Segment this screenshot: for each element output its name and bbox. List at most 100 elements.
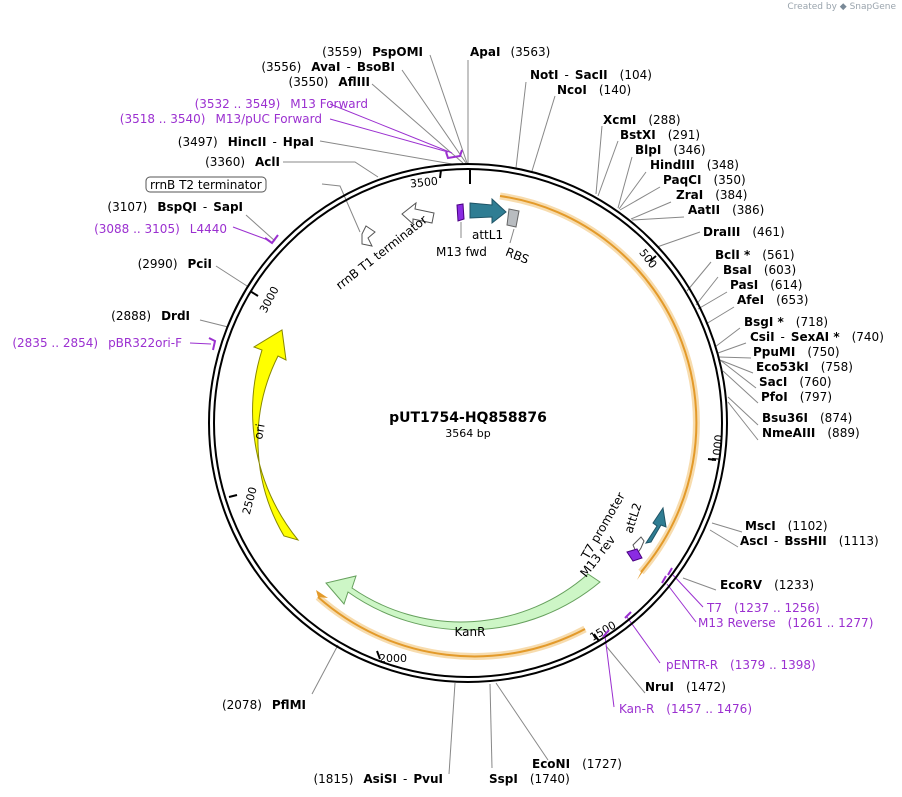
site-msci-name: MscI [745,519,776,533]
plasmid-name: pUT1754-HQ858876 [389,410,547,426]
site-bsgi[interactable]: BsgI *(718) [744,315,828,329]
leader-zrai [630,201,672,220]
site-draiii-name: DraIII [703,225,740,239]
leader-xcmi [595,125,603,195]
site-nrui[interactable]: NruI(1472) [645,680,726,694]
primer-m13puc-forward[interactable]: (3518 .. 3540)M13/pUC Forward [120,112,322,126]
site-asisi-name2: PvuI [413,772,443,786]
site-bcli[interactable]: BclI *(561) [715,248,795,262]
site-afei-pos: (653) [776,293,808,307]
primer-markers [208,149,673,638]
site-drdi[interactable]: (2888)DrdI [111,309,190,323]
m13rev-feature[interactable] [626,548,643,562]
site-draiii[interactable]: DraIII(461) [703,225,785,239]
site-bspqi[interactable]: (3107)BspQI-SapI [107,200,243,214]
site-afei[interactable]: AfeI(653) [737,293,808,307]
site-eco53ki[interactable]: Eco53kI(758) [756,360,853,374]
site-pflmi[interactable]: (2078)PflMI [222,698,306,712]
site-avai-pos: (3556) [261,60,301,74]
site-msci[interactable]: MscI (1102) [745,519,828,533]
site-bcli-name: BclI * [715,248,751,262]
site-pasi-pos: (614) [770,278,802,292]
site-ncoi[interactable]: NcoI(140) [557,83,631,97]
site-asisi[interactable]: (1815)AsiSI-PvuI [313,772,443,786]
site-blpi[interactable]: BlpI(346) [635,143,706,157]
site-nmeaiii[interactable]: NmeAIII(889) [762,426,860,440]
primer-kan-r[interactable]: Kan-R (1457 .. 1476) [619,702,752,716]
site-hincii[interactable]: (3497)HincII-HpaI [178,135,314,149]
site-sspi-name: SspI [489,772,518,786]
orf-band-2 [317,596,586,658]
site-bsai-pos: (603) [764,263,796,277]
primer-marker-kanr [602,629,610,638]
primer-labels-right: T7(1237 .. 1256) M13 Reverse(1261 .. 127… [619,601,873,716]
site-avai[interactable]: (3556)AvaI-BsoBI [261,60,395,74]
ruler-tick-2500 [228,494,238,498]
primer-l4440[interactable]: (3088 .. 3105)L4440 [94,222,227,236]
site-saci[interactable]: SacI(760) [759,375,832,389]
orf-band-2-arrowhead [316,590,328,598]
site-pfoi[interactable]: PfoI(797) [761,390,832,404]
site-asisi-name: AsiSI [363,772,397,786]
rbs-feature[interactable] [506,208,520,228]
primer-kan-r-name: Kan-R [619,702,654,716]
primer-t7[interactable]: T7(1237 .. 1256) [706,601,820,615]
site-xcmi[interactable]: XcmI(288) [603,113,681,127]
primer-pbr322ori-f-range: (2835 .. 2854) [12,336,98,350]
m13fwd-label: M13 fwd [436,245,487,259]
site-avai-name2: BsoBI [357,60,395,74]
primer-kan-r-range: (1457 .. 1476) [666,702,752,716]
ori-feature-arrow[interactable] [252,329,300,541]
site-pspomi[interactable]: (3559)PspOMI [322,45,423,59]
site-noti-sep: - [565,68,569,82]
site-ppumi-pos: (750) [807,345,839,359]
leader-p-m13fwd [329,103,453,154]
site-msci-pos: (1102) [788,519,828,533]
primer-pbr322ori-f-name: pBR322ori-F [108,336,182,350]
leader-drdi [199,319,229,328]
site-ppumi[interactable]: PpuMI(750) [753,345,840,359]
primer-pentr-r[interactable]: pENTR-R(1379 .. 1398) [666,658,816,672]
leader-bspqi [245,214,276,242]
site-afliii[interactable]: (3550)AflIII [289,75,370,89]
site-bsgi-name: BsgI * [744,315,785,329]
site-asci[interactable]: AscI-BssHII(1113) [740,534,879,548]
site-asci-sep: - [774,534,778,548]
leader-bstxi [597,140,619,197]
site-csii[interactable]: CsiI-SexAI *(740) [750,330,884,344]
site-aatii[interactable]: AatII(386) [688,203,764,217]
attl1-feature-arrow[interactable] [469,197,507,225]
site-acli-pos: (3360) [205,155,245,169]
site-pasi[interactable]: PasI(614) [730,278,802,292]
site-econi[interactable]: EcoNI(1727) [532,757,622,771]
rrnb-t1-feature-arrow[interactable] [361,225,376,247]
site-hindiii[interactable]: HindIII(348) [650,158,739,172]
primer-m13-reverse[interactable]: M13 Reverse(1261 .. 1277) [698,616,873,630]
site-paqci[interactable]: PaqCI(350) [663,173,746,187]
site-zrai[interactable]: ZraI(384) [676,188,747,202]
leader-rbs [509,228,515,244]
rrnb-t2-feature-arrow[interactable] [401,201,435,226]
site-pcii[interactable]: (2990)PciI [138,257,212,271]
site-hindiii-name: HindIII [650,158,695,172]
rbs-label: RBS [503,245,530,267]
site-bspqi-name: BspQI [157,200,197,214]
site-acli[interactable]: (3360)AclI [205,155,280,169]
site-noti[interactable]: NotI-SacII(104) [530,68,652,82]
site-bsai[interactable]: BsaI(603) [723,263,796,277]
m13fwd-feature[interactable] [456,203,465,222]
site-eco53ki-name: Eco53kI [756,360,809,374]
site-sspi[interactable]: SspI(1740) [489,772,570,786]
primer-m13-forward[interactable]: (3532 .. 3549)M13 Forward [195,97,368,111]
site-bstxi[interactable]: BstXI(291) [620,128,700,142]
kanr-feature-arrow[interactable] [325,573,601,631]
site-blpi-name: BlpI [635,143,661,157]
site-bsu36i[interactable]: Bsu36I(874) [762,411,852,425]
attl2-feature-arrow[interactable] [644,506,667,544]
site-ecorv[interactable]: EcoRV(1233) [720,578,814,592]
primer-l4440-name: L4440 [190,222,227,236]
site-hincii-name2: HpaI [283,135,314,149]
site-apai[interactable]: ApaI(3563) [470,45,550,59]
primer-pbr322ori-f[interactable]: (2835 .. 2854) pBR322ori-F [12,336,182,350]
ruler-label-1500: 1500 [588,619,619,644]
